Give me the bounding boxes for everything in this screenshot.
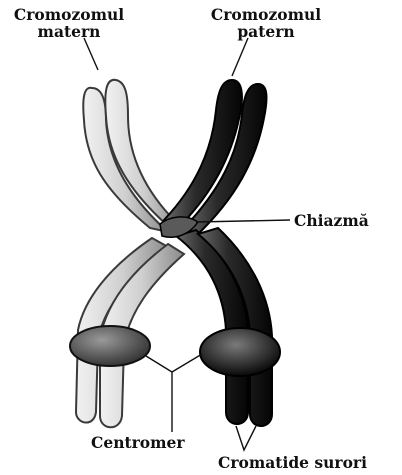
pointer-centromere (146, 354, 202, 432)
pointer-maternal (84, 38, 98, 70)
label-maternal-chromosome: Cromozomul matern (4, 6, 134, 40)
label-sister-chromatids: Cromatide surori (218, 454, 367, 471)
paternal-lower-arms (176, 228, 272, 426)
label-centromere: Centromer (91, 434, 185, 451)
paternal-upper-arms (164, 80, 266, 236)
label-chiasma: Chiazmă (294, 212, 369, 229)
maternal-upper-arms (83, 80, 182, 232)
paternal-centromere (200, 328, 280, 376)
label-paternal-chromosome: Cromozomul patern (196, 6, 336, 40)
pointer-sister-chromatids (236, 426, 256, 450)
pointer-paternal (232, 38, 248, 76)
maternal-centromere (70, 326, 150, 366)
